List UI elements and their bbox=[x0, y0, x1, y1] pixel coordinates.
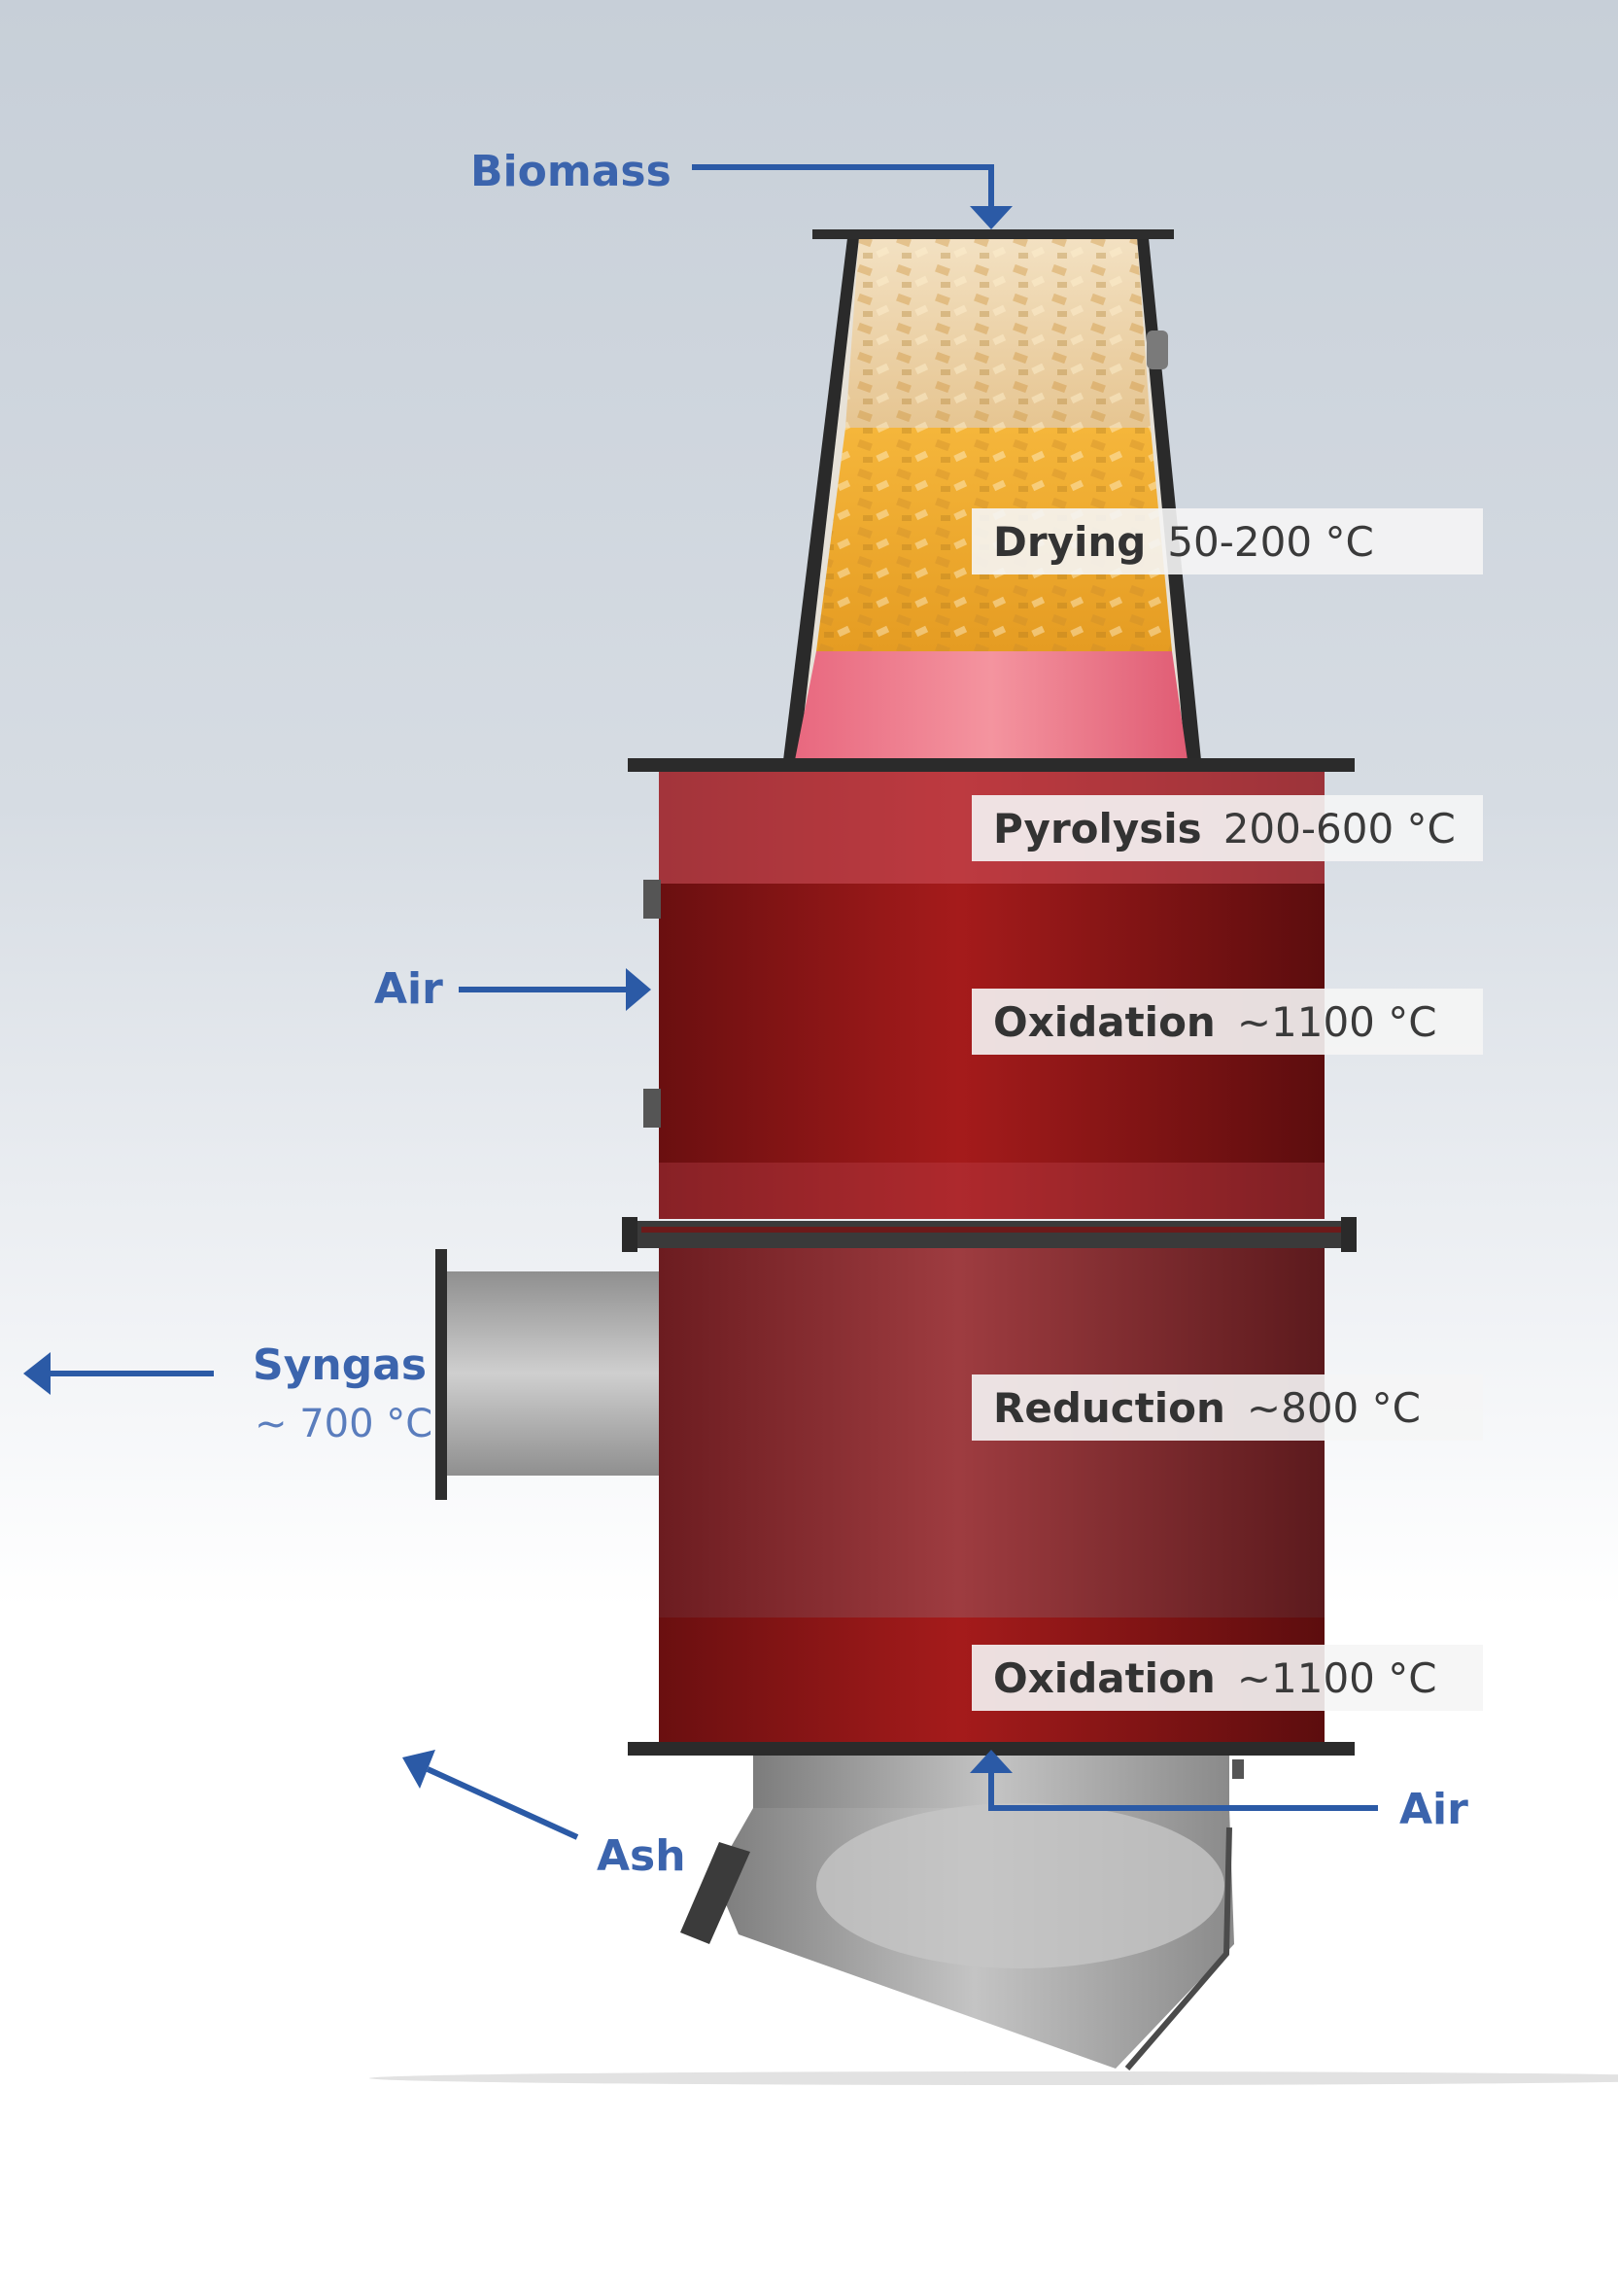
syngas-arrow bbox=[23, 1352, 214, 1395]
zone-temp: ~1100 °C bbox=[1236, 997, 1437, 1046]
zone-temp: ~1100 °C bbox=[1236, 1653, 1437, 1702]
zone-oxidation-upper: Oxidation ~1100 °C bbox=[972, 989, 1483, 1055]
middle-flange bbox=[622, 1217, 1357, 1252]
zone-name: Pyrolysis bbox=[993, 804, 1202, 852]
biomass-arrow bbox=[692, 164, 1013, 229]
zone-reduction: Reduction ~800 °C bbox=[972, 1374, 1483, 1441]
air-bottom-label: Air bbox=[1399, 1785, 1468, 1834]
zone-drying: Drying 50-200 °C bbox=[972, 508, 1483, 574]
air-bottom-arrow bbox=[970, 1750, 1378, 1811]
zone-oxidation-lower: Oxidation ~1100 °C bbox=[972, 1645, 1483, 1711]
hopper bbox=[783, 229, 1201, 760]
air-side-arrow bbox=[459, 968, 651, 1011]
ash-arrow bbox=[402, 1750, 579, 1840]
syngas-temp-label: ~ 700 °C bbox=[255, 1402, 433, 1446]
zone-name: Oxidation bbox=[993, 1653, 1216, 1702]
zone-temp: 50-200 °C bbox=[1167, 517, 1374, 566]
biomass-label: Biomass bbox=[470, 147, 671, 196]
ash-label: Ash bbox=[597, 1831, 686, 1881]
zone-temp: 200-600 °C bbox=[1222, 804, 1456, 852]
zone-name: Oxidation bbox=[993, 997, 1216, 1046]
ash-outlet bbox=[680, 1756, 1244, 2070]
syngas-label: Syngas bbox=[253, 1340, 428, 1390]
zone-temp: ~800 °C bbox=[1246, 1383, 1421, 1432]
air-side-label: Air bbox=[374, 964, 443, 1014]
zone-pyrolysis: Pyrolysis 200-600 °C bbox=[972, 795, 1483, 861]
zone-name: Reduction bbox=[993, 1383, 1225, 1432]
top-flange bbox=[628, 758, 1355, 772]
bottom-flange bbox=[628, 1742, 1355, 1756]
ground-shadow bbox=[369, 2071, 1618, 2085]
zone-name: Drying bbox=[993, 517, 1147, 566]
